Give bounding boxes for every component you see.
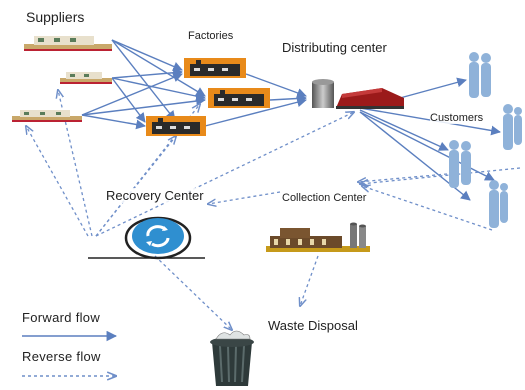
customers-label: Customers: [430, 112, 484, 124]
reverse-flow-arrows: [26, 90, 521, 330]
legend-reverse-label: Reverse flow: [22, 349, 101, 364]
supplier-icon: [12, 110, 82, 122]
factory-icon: [146, 116, 206, 136]
supplier-icon: [60, 72, 112, 84]
distribution-center-icon: [312, 79, 404, 109]
suppliers-label: Suppliers: [26, 9, 85, 25]
supplier-icon: [24, 36, 112, 51]
factories-label: Factories: [188, 30, 234, 42]
waste-disposal-label: Waste Disposal: [268, 318, 358, 333]
recycle-icon: [124, 216, 192, 260]
legend-forward-label: Forward flow: [22, 310, 101, 325]
factory-icon: [184, 58, 246, 78]
recovery-center-label: Recovery Center: [106, 188, 204, 203]
trash-bin-icon: [210, 330, 254, 386]
factory-icon: [208, 88, 270, 108]
customer-icon: [449, 52, 522, 228]
collection-center-label: Collection Center: [282, 192, 367, 204]
collection-center-icon: [266, 222, 370, 252]
distribution-center-label: Distributing center: [282, 40, 387, 55]
